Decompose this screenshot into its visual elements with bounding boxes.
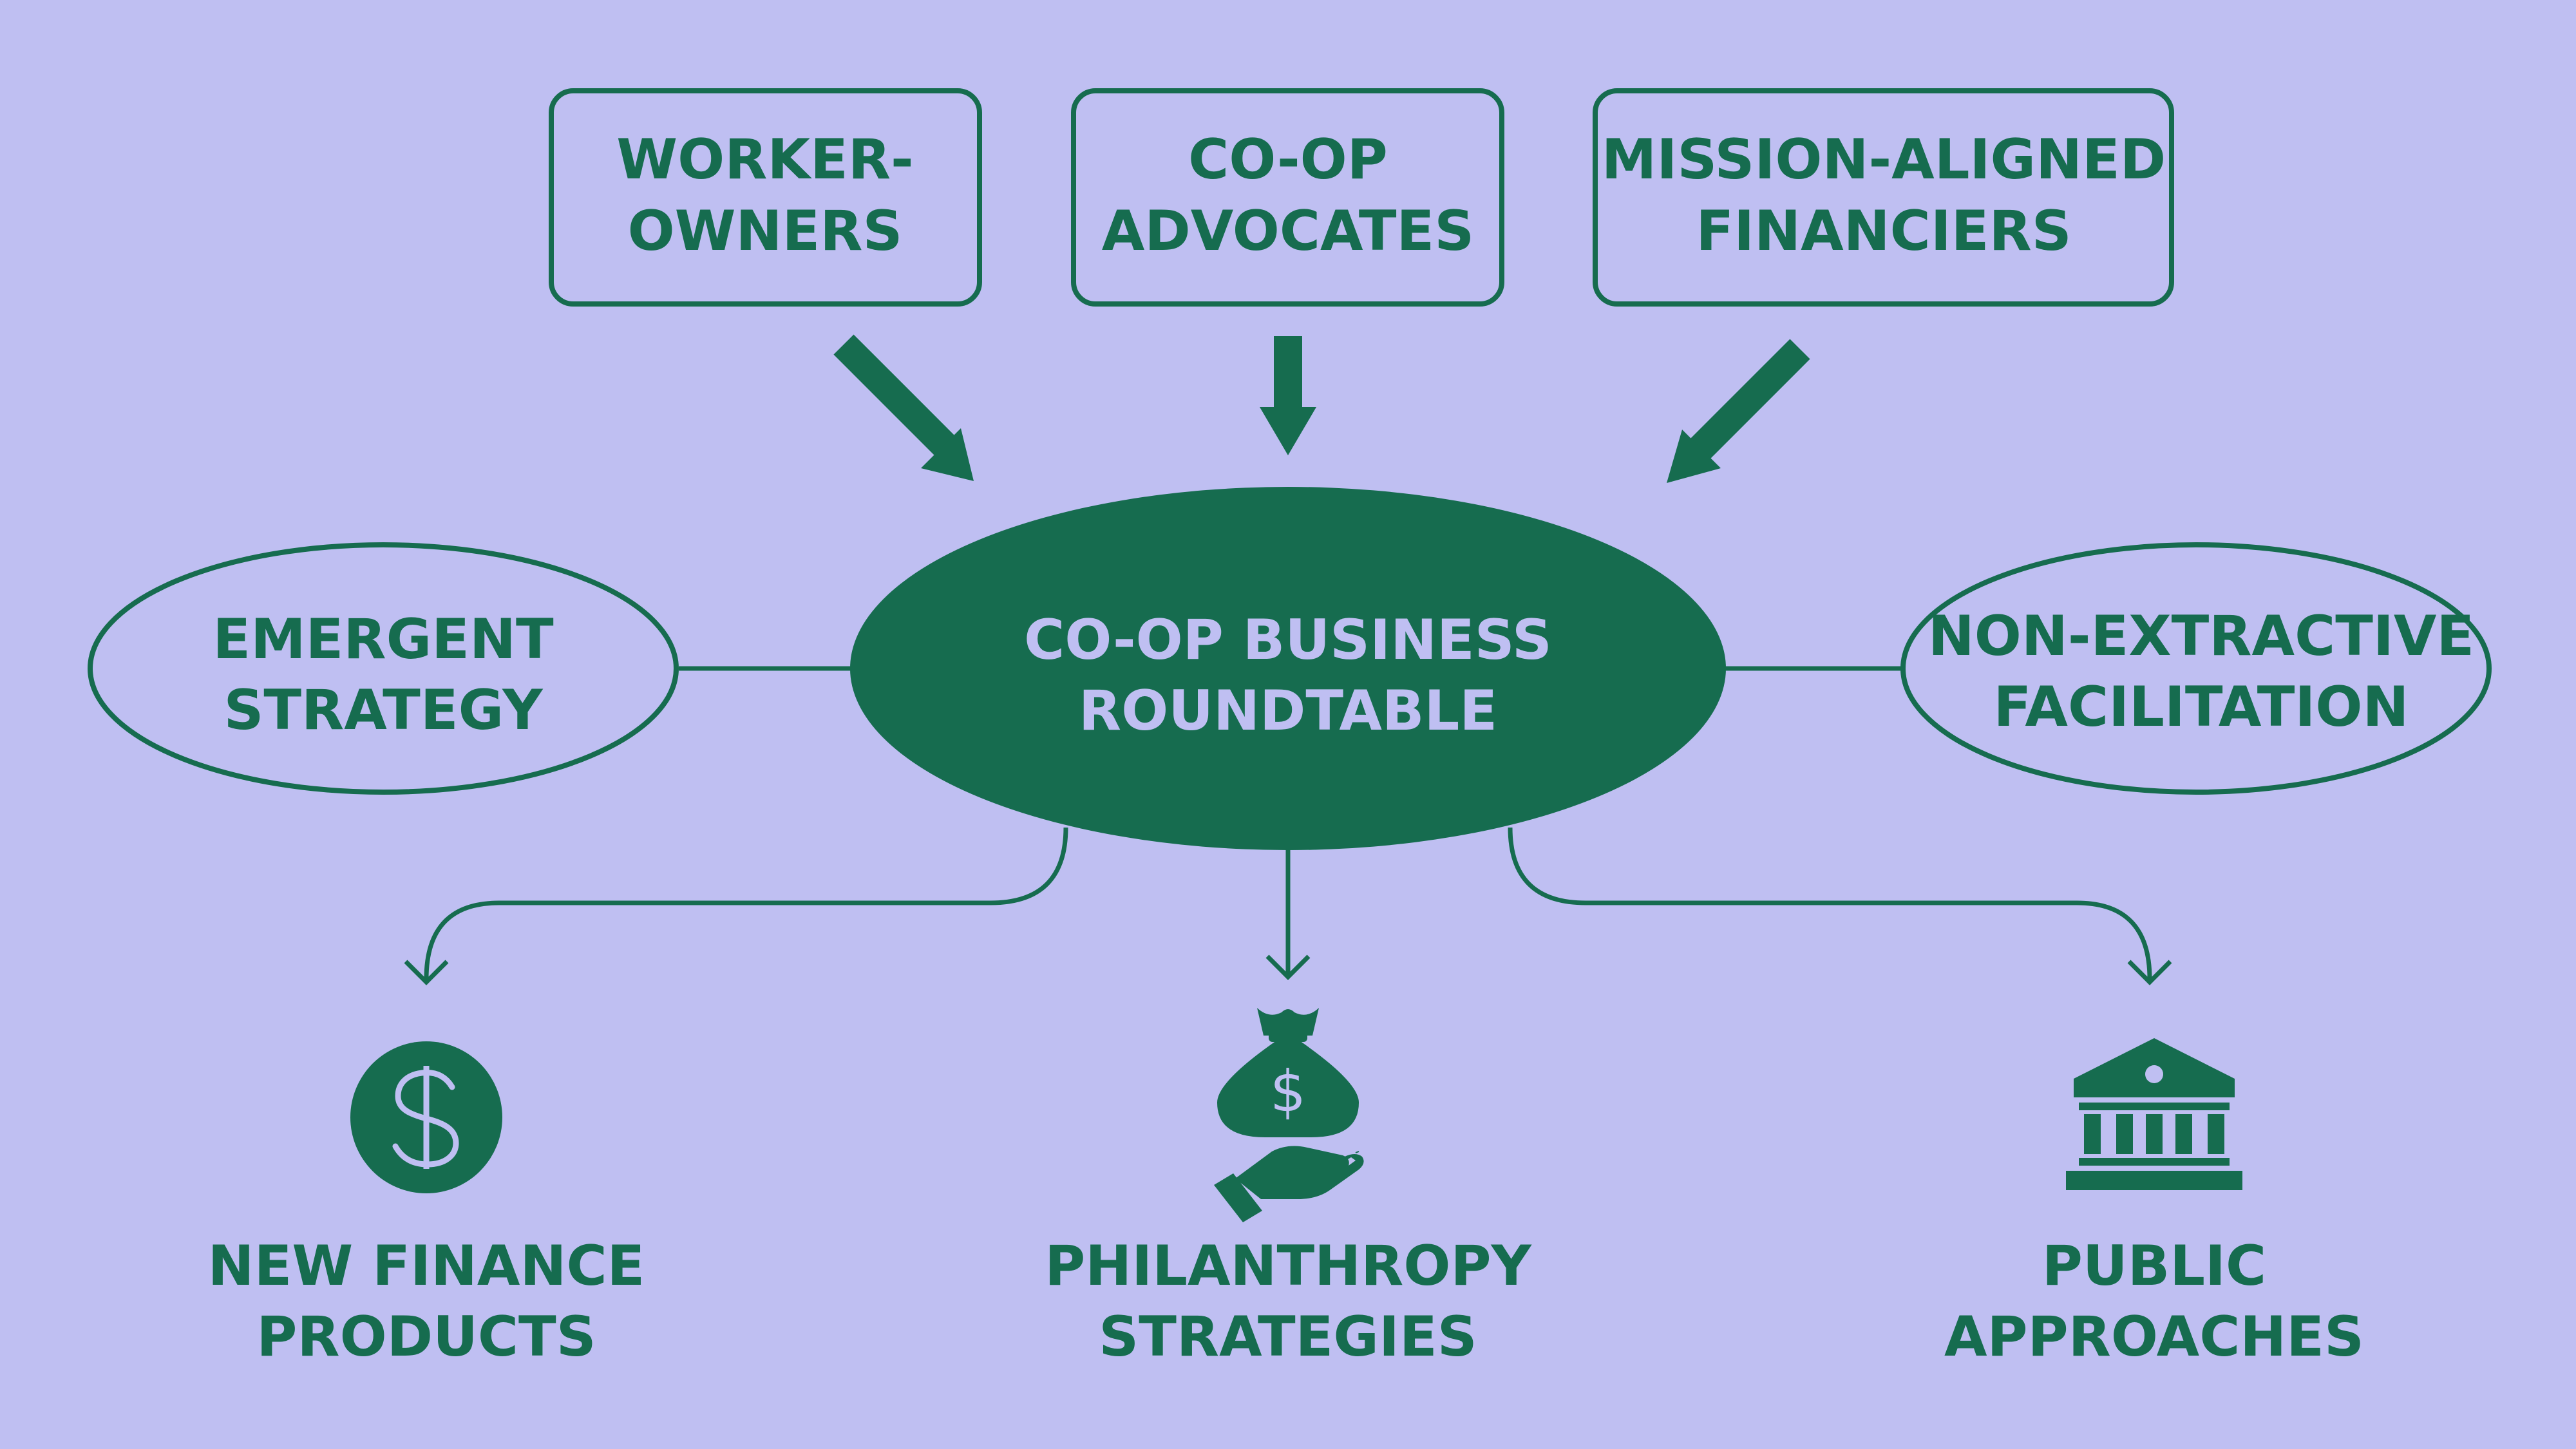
- output-connector-center: [1265, 849, 1311, 980]
- output-connector-left: [404, 827, 1068, 985]
- dollar-coin-icon: [350, 1041, 502, 1193]
- side-node-label-line1: NON-EXTRACTIVE: [1928, 604, 2474, 668]
- input-box-worker-owners: WORKER- OWNERS: [549, 88, 982, 307]
- svg-text:$: $: [1270, 1058, 1306, 1124]
- input-arrow-right: [1667, 339, 1810, 483]
- input-box-label-line1: MISSION-ALIGNED: [1602, 128, 2166, 192]
- input-arrow-left: [833, 334, 974, 481]
- input-box-mission-aligned-financiers: MISSION-ALIGNED FINANCIERS: [1593, 88, 2174, 307]
- side-node-non-extractive-facilitation: NON-EXTRACTIVE FACILITATION: [1900, 542, 2492, 795]
- side-node-label-line2: STRATEGY: [223, 678, 544, 743]
- output-label-line1: NEW FINANCE: [208, 1234, 645, 1298]
- output-label-line2: APPROACHES: [1944, 1305, 2364, 1369]
- input-arrow-center: [1260, 336, 1316, 455]
- center-node-label-line1: CO-OP BUSINESS: [1024, 608, 1552, 672]
- output-connector-right: [1508, 827, 2172, 985]
- input-box-label-line2: ADVOCATES: [1102, 199, 1474, 263]
- side-node-label-line1: EMERGENT: [213, 607, 554, 672]
- output-label-line2: STRATEGIES: [1099, 1305, 1477, 1369]
- output-label-line1: PHILANTHROPY: [1045, 1234, 1532, 1298]
- center-node-label-line2: ROUNDTABLE: [1079, 679, 1497, 743]
- side-node-label-line2: FACILITATION: [1994, 675, 2409, 739]
- output-label-line2: PRODUCTS: [256, 1305, 596, 1369]
- input-box-co-op-advocates: CO-OP ADVOCATES: [1071, 88, 1504, 307]
- center-node: CO-OP BUSINESS ROUNDTABLE: [850, 487, 1726, 850]
- output-label-line1: PUBLIC: [2042, 1234, 2266, 1298]
- input-box-label-line2: FINANCIERS: [1696, 199, 2071, 263]
- input-box-label-line2: OWNERS: [628, 199, 903, 263]
- input-box-label-line1: WORKER-: [616, 128, 914, 192]
- side-node-emergent-strategy: EMERGENT STRATEGY: [88, 542, 679, 795]
- bank-building-icon: [2066, 1038, 2242, 1190]
- hand-money-bag-icon: $: [1214, 1008, 1364, 1222]
- input-box-label-line1: CO-OP: [1188, 128, 1388, 192]
